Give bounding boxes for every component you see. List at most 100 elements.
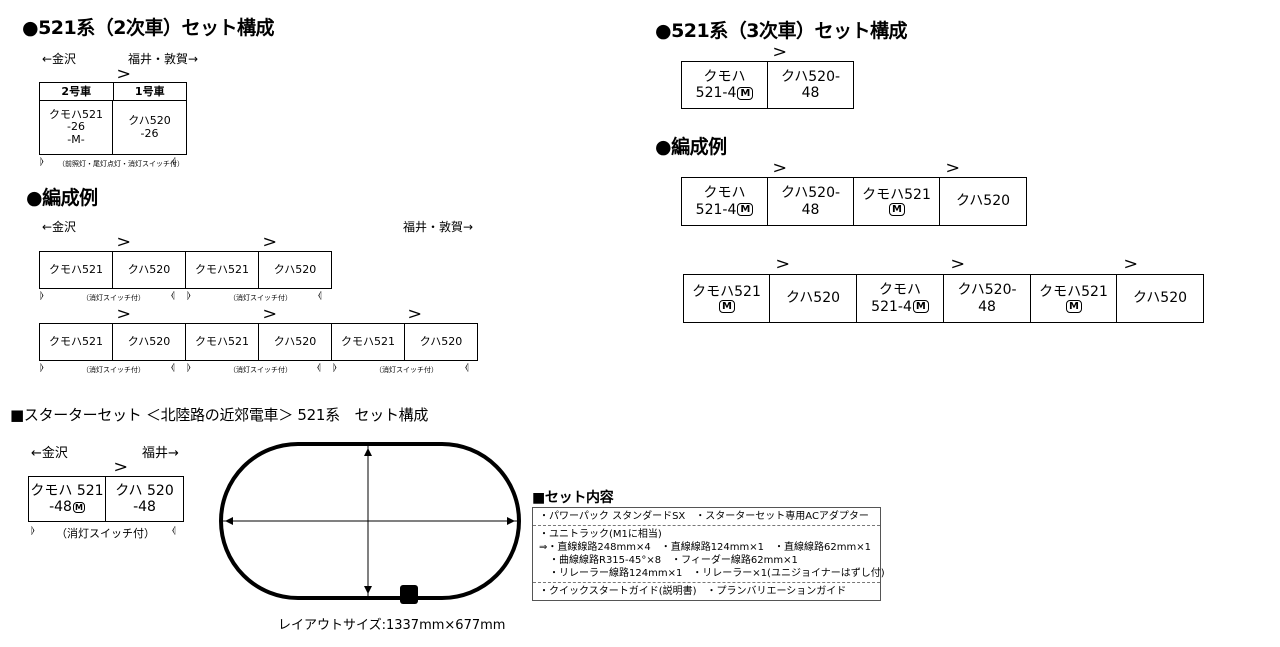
headlight-icon: ⦊ <box>31 525 35 536</box>
car-name: クハ520 <box>128 113 171 127</box>
car-cell: クモハ521 M <box>1031 275 1117 322</box>
car-number: -48 <box>133 499 156 515</box>
headlight-icon: ⦉ <box>171 290 175 301</box>
gen3-set-title: ●521系（3次車）セット構成 <box>655 20 907 42</box>
headlight-icon: ⦉ <box>172 156 176 167</box>
headlight-icon: ⦊ <box>40 362 44 373</box>
car-cell: クモハ521 <box>186 324 259 360</box>
set-contents-box: ・パワーパック スタンダードSX ・スターターセット専用ACアダプター ・ユニト… <box>532 507 885 601</box>
car-name: クモハ521 <box>1039 283 1108 300</box>
layout-size-label: レイアウトサイズ:1337mm×677mm <box>278 618 506 633</box>
headlight-icon: ⦊ <box>333 362 337 373</box>
gen2-example-row1: クモハ521 クハ520 クモハ521 クハ520 <box>39 251 332 289</box>
headlight-icon: ⦊ <box>40 156 44 167</box>
car-number: 521-4 <box>695 85 737 101</box>
switch-note: （消灯スイッチ付） <box>82 366 145 374</box>
chevron-icon: > <box>116 232 132 251</box>
car-name: クハ520- <box>780 68 841 85</box>
car-number: 48 <box>801 85 820 101</box>
gen2-example-title: ●編成例 <box>26 187 98 209</box>
car-name: クモハ521 <box>692 283 761 300</box>
car-cell: クハ520 <box>113 324 186 360</box>
contents-section: ・ユニトラック(M1に相当) ⇒・直線線路248mm×4 ・直線線路124mm×… <box>533 526 885 583</box>
car-name: クハ520 <box>785 290 841 307</box>
direction-left-label: ←金沢 <box>42 52 77 66</box>
switch-note: （消灯スイッチ付） <box>56 527 155 540</box>
car-cell: クハ 520 -48 <box>106 477 183 521</box>
motor-icon: M <box>737 203 754 216</box>
set-contents-title: ■セット内容 <box>532 490 614 506</box>
motor-icon: M <box>737 86 754 100</box>
chevron-icon: > <box>116 64 132 83</box>
contents-line: ⇒・直線線路248mm×4 ・直線線路124mm×1 ・直線線路62mm×1 <box>539 542 871 553</box>
car-name: クモハ <box>703 68 746 85</box>
car-cell: クハ520 -26 <box>113 101 186 154</box>
car-number: 48 <box>978 298 996 315</box>
car-number: 521-4 <box>695 201 737 218</box>
contents-section: ・クイックスタートガイド(説明書) ・プランバリエーションガイド <box>533 583 880 600</box>
car-number: -26 <box>67 120 85 134</box>
chevron-icon: > <box>945 158 961 177</box>
switch-note: （消灯スイッチ付） <box>82 294 145 302</box>
gen2-example-row2: クモハ521 クハ520 クモハ521 クハ520 クモハ521 クハ520 <box>39 323 478 361</box>
headlight-icon: ⦉ <box>317 362 321 373</box>
car-cell: クモハ521 -26 -M- <box>40 101 113 154</box>
car-cell: クモハ521 <box>186 252 259 288</box>
car-cell: クハ520 <box>273 262 317 276</box>
motor-icon: M <box>72 501 85 513</box>
arrow-down-icon <box>364 586 372 594</box>
contents-line: ・パワーパック スタンダードSX ・スターターセット専用ACアダプター <box>539 511 869 522</box>
headlight-icon: ⦉ <box>171 362 175 373</box>
chevron-icon: > <box>772 158 788 177</box>
chevron-icon: > <box>1123 254 1139 273</box>
car-header-1: 1号車 <box>134 85 165 98</box>
headlight-icon: ⦊ <box>187 362 191 373</box>
chevron-icon: > <box>262 232 278 251</box>
car-name: クハ520- <box>957 282 1017 299</box>
car-header-2: 2号車 <box>40 83 114 100</box>
headlight-icon: ⦉ <box>465 362 469 373</box>
train-on-track-icon <box>400 585 418 604</box>
car-cell: クハ520 <box>113 252 186 288</box>
car-name: クモハ521 <box>862 186 931 203</box>
car-cell: クハ520- 48 <box>944 275 1031 322</box>
starter-set-title: ■スターターセット ＜北陸路の近郊電車＞ 521系 セット構成 <box>10 406 429 424</box>
car-cell: クハ520 <box>419 334 463 348</box>
chevron-icon: > <box>262 304 278 323</box>
motor-icon: M <box>889 203 905 217</box>
contents-line: ・ユニトラック(M1に相当) <box>539 529 662 540</box>
car-name: クハ520 <box>955 193 1011 210</box>
car-cell: クモハ521 <box>332 324 405 360</box>
switch-note: （消灯スイッチ付） <box>229 366 292 374</box>
oval-track <box>219 442 521 600</box>
car-name: クモハ521 <box>49 107 103 121</box>
chevron-icon: > <box>116 304 132 323</box>
car-cell: クハ520 <box>259 324 332 360</box>
switch-note: （消灯スイッチ付） <box>375 366 438 374</box>
contents-line: ・クイックスタートガイド(説明書) ・プランバリエーションガイド <box>539 586 847 597</box>
car-name: クモハ 521 <box>30 482 104 499</box>
chevron-icon: > <box>950 254 966 273</box>
headlight-icon: ⦉ <box>172 525 176 536</box>
car-cell: クハ520 <box>1117 275 1203 322</box>
track-layout-diagram <box>219 442 521 604</box>
gen3-example-title: ●編成例 <box>655 136 727 158</box>
headlight-icon: ⦊ <box>40 290 44 301</box>
chevron-icon: > <box>407 304 423 323</box>
motor-icon: M <box>912 300 929 313</box>
car-cell: クハ520 <box>770 275 857 322</box>
direction-left-label: ←金沢 <box>42 220 77 234</box>
car-cell: クハ520 <box>940 178 1026 225</box>
contents-line: ・曲線線路R315-45°×8 ・フィーダー線路62mm×1 <box>549 555 798 566</box>
car-number: -48 <box>49 499 72 515</box>
gen2-set-table: 2号車 1号車 クモハ521 -26 -M- クハ520 -26 <box>39 82 187 155</box>
motor-icon: M <box>719 300 735 314</box>
direction-left-label: ←金沢 <box>31 446 68 461</box>
motor-icon: M <box>1066 300 1082 314</box>
